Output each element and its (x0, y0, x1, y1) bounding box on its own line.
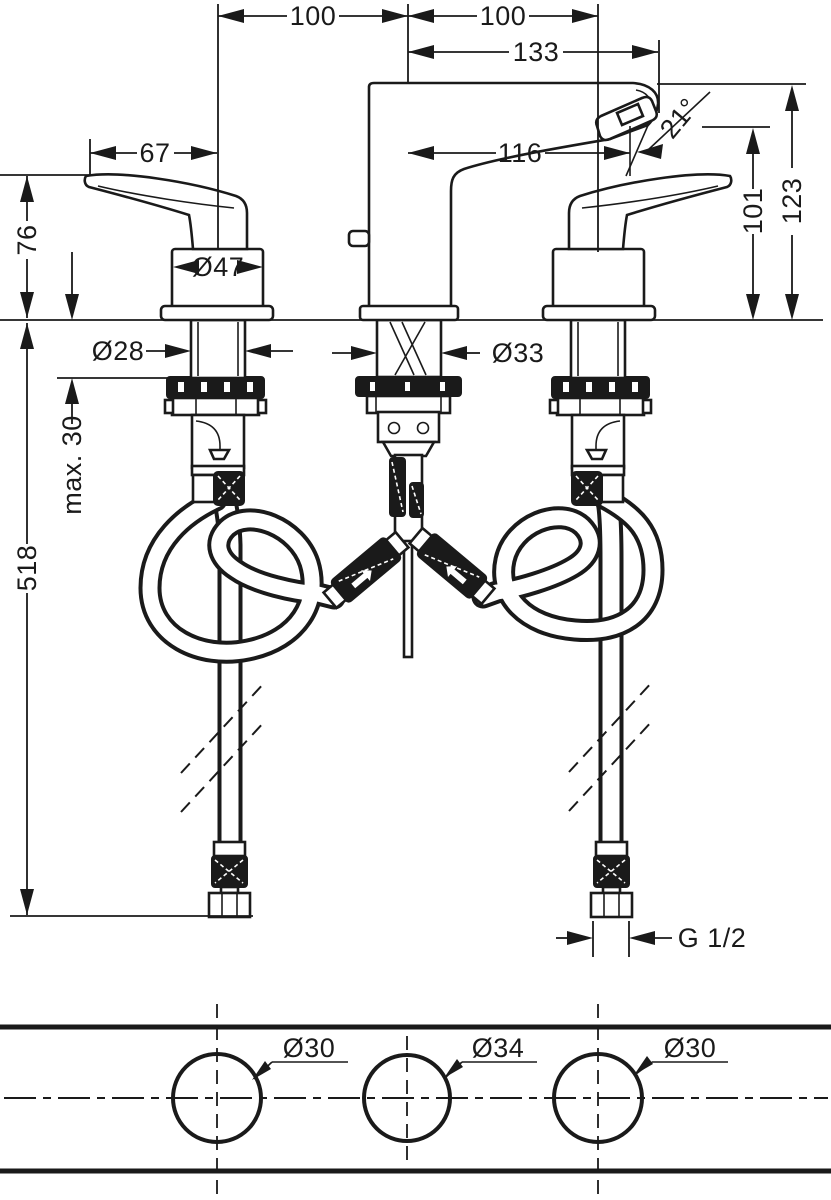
hole1-label: Ø30 (283, 1033, 336, 1063)
locknut-tab (256, 398, 268, 415)
left-angled-connector (321, 530, 411, 610)
dim-body-diameter: Ø33 (332, 338, 544, 368)
dim-handle-length: 67 (90, 138, 217, 168)
below-deck-assembly (138, 375, 665, 919)
hole1-circle (171, 1052, 263, 1144)
center-braid-left (389, 457, 406, 517)
right-valve-under-deck-stack (548, 375, 653, 507)
fitting-collar (594, 840, 629, 858)
check-valve-tube (195, 420, 221, 447)
dim-supply-thread-label: G 1/2 (678, 923, 747, 953)
hole2-callout: Ø34 (444, 1033, 537, 1078)
hole1-callout: Ø30 (252, 1033, 348, 1080)
pop-up-knob (347, 229, 371, 248)
flange-slot (370, 382, 375, 391)
dim-supply-thread: G 1/2 (556, 923, 746, 953)
dim-body-diameter-label: Ø33 (492, 338, 545, 368)
dim-outlet-height-label: 101 (738, 188, 768, 235)
spout-base-plate (358, 304, 460, 322)
valve-handle (83, 173, 249, 251)
hole3-callout: Ø30 (634, 1033, 728, 1075)
dim-shank-diameter: Ø28 (92, 336, 293, 366)
right-valve-assembly (541, 173, 733, 380)
hole3-circle (552, 1052, 644, 1144)
valve-shank (189, 318, 247, 380)
dim-hose-length-label: 518 (12, 545, 42, 592)
dim-hose-length: 518 (12, 323, 42, 915)
aerator-inner (615, 102, 645, 127)
right-hose-loop (471, 486, 665, 643)
above-deck-fixtures (83, 81, 733, 380)
dim-spacing-left-label: 100 (290, 1, 337, 31)
dim-total-height: 123 (777, 85, 807, 320)
center-step (365, 394, 452, 415)
dim-handle-height-label: 76 (12, 224, 42, 255)
hole2-label: Ø34 (472, 1033, 525, 1063)
dim-handle-length-label: 67 (139, 138, 170, 168)
dim-spacing-right-label: 100 (480, 1, 527, 31)
flange-slot (247, 382, 253, 392)
supply-nut (207, 891, 252, 919)
left-valve-under-deck-stack (163, 376, 268, 506)
center-spout-body (347, 81, 660, 379)
fitting-collar (212, 840, 247, 858)
dim-max-deck: max. 30 (57, 252, 87, 515)
flange-slot (224, 382, 230, 392)
open-arrow-icon (446, 566, 467, 585)
center-shank (375, 318, 443, 379)
pop-up-rod (402, 536, 414, 659)
hole3-label: Ø30 (664, 1033, 717, 1063)
flange-slot (405, 382, 410, 391)
valve-locknut (170, 396, 261, 417)
check-valve (207, 448, 232, 461)
dimension-layer: 100 100 133 67 116 (0, 1, 807, 957)
hole2-circle (362, 1053, 452, 1143)
dim-handle-diameter-label: Ø47 (192, 252, 245, 282)
valve-escutcheon (159, 304, 275, 322)
right-angled-connector (407, 526, 497, 606)
dim-spacing: 100 100 (218, 1, 598, 31)
handle-edge-line (97, 185, 235, 209)
flange-slot (440, 382, 445, 391)
dim-aerator-reach: 116 (408, 138, 630, 168)
open-arrow-icon (351, 570, 372, 589)
dim-shank-diameter-label: Ø28 (92, 336, 145, 366)
center-taper (380, 440, 437, 458)
center-valve-block (376, 410, 441, 444)
dim-total-height-label: 123 (777, 178, 807, 225)
tail-side (191, 473, 217, 504)
dim-max-deck-label: max. 30 (57, 415, 87, 515)
center-under-deck-stack (355, 376, 462, 543)
right-bottom-fitting (589, 840, 634, 919)
dim-outlet-height: 101 (738, 128, 768, 320)
left-bottom-fitting (207, 840, 252, 919)
left-hose-loop (138, 488, 346, 664)
left-valve-assembly (83, 173, 275, 380)
locknut-tab (163, 398, 175, 415)
flange-slot (201, 382, 207, 392)
right-supply-hose (587, 457, 624, 858)
supply-nut (589, 891, 634, 919)
dim-handle-diameter: Ø47 (173, 252, 263, 282)
dim-handle-height: 76 (12, 176, 42, 318)
flange-slot (178, 382, 184, 392)
dim-spout-reach: 133 (408, 37, 658, 67)
plan-view: Ø30 Ø34 Ø30 (0, 1004, 831, 1196)
dim-spout-reach-label: 133 (513, 37, 560, 67)
dim-aerator-reach-label: 116 (498, 138, 543, 168)
